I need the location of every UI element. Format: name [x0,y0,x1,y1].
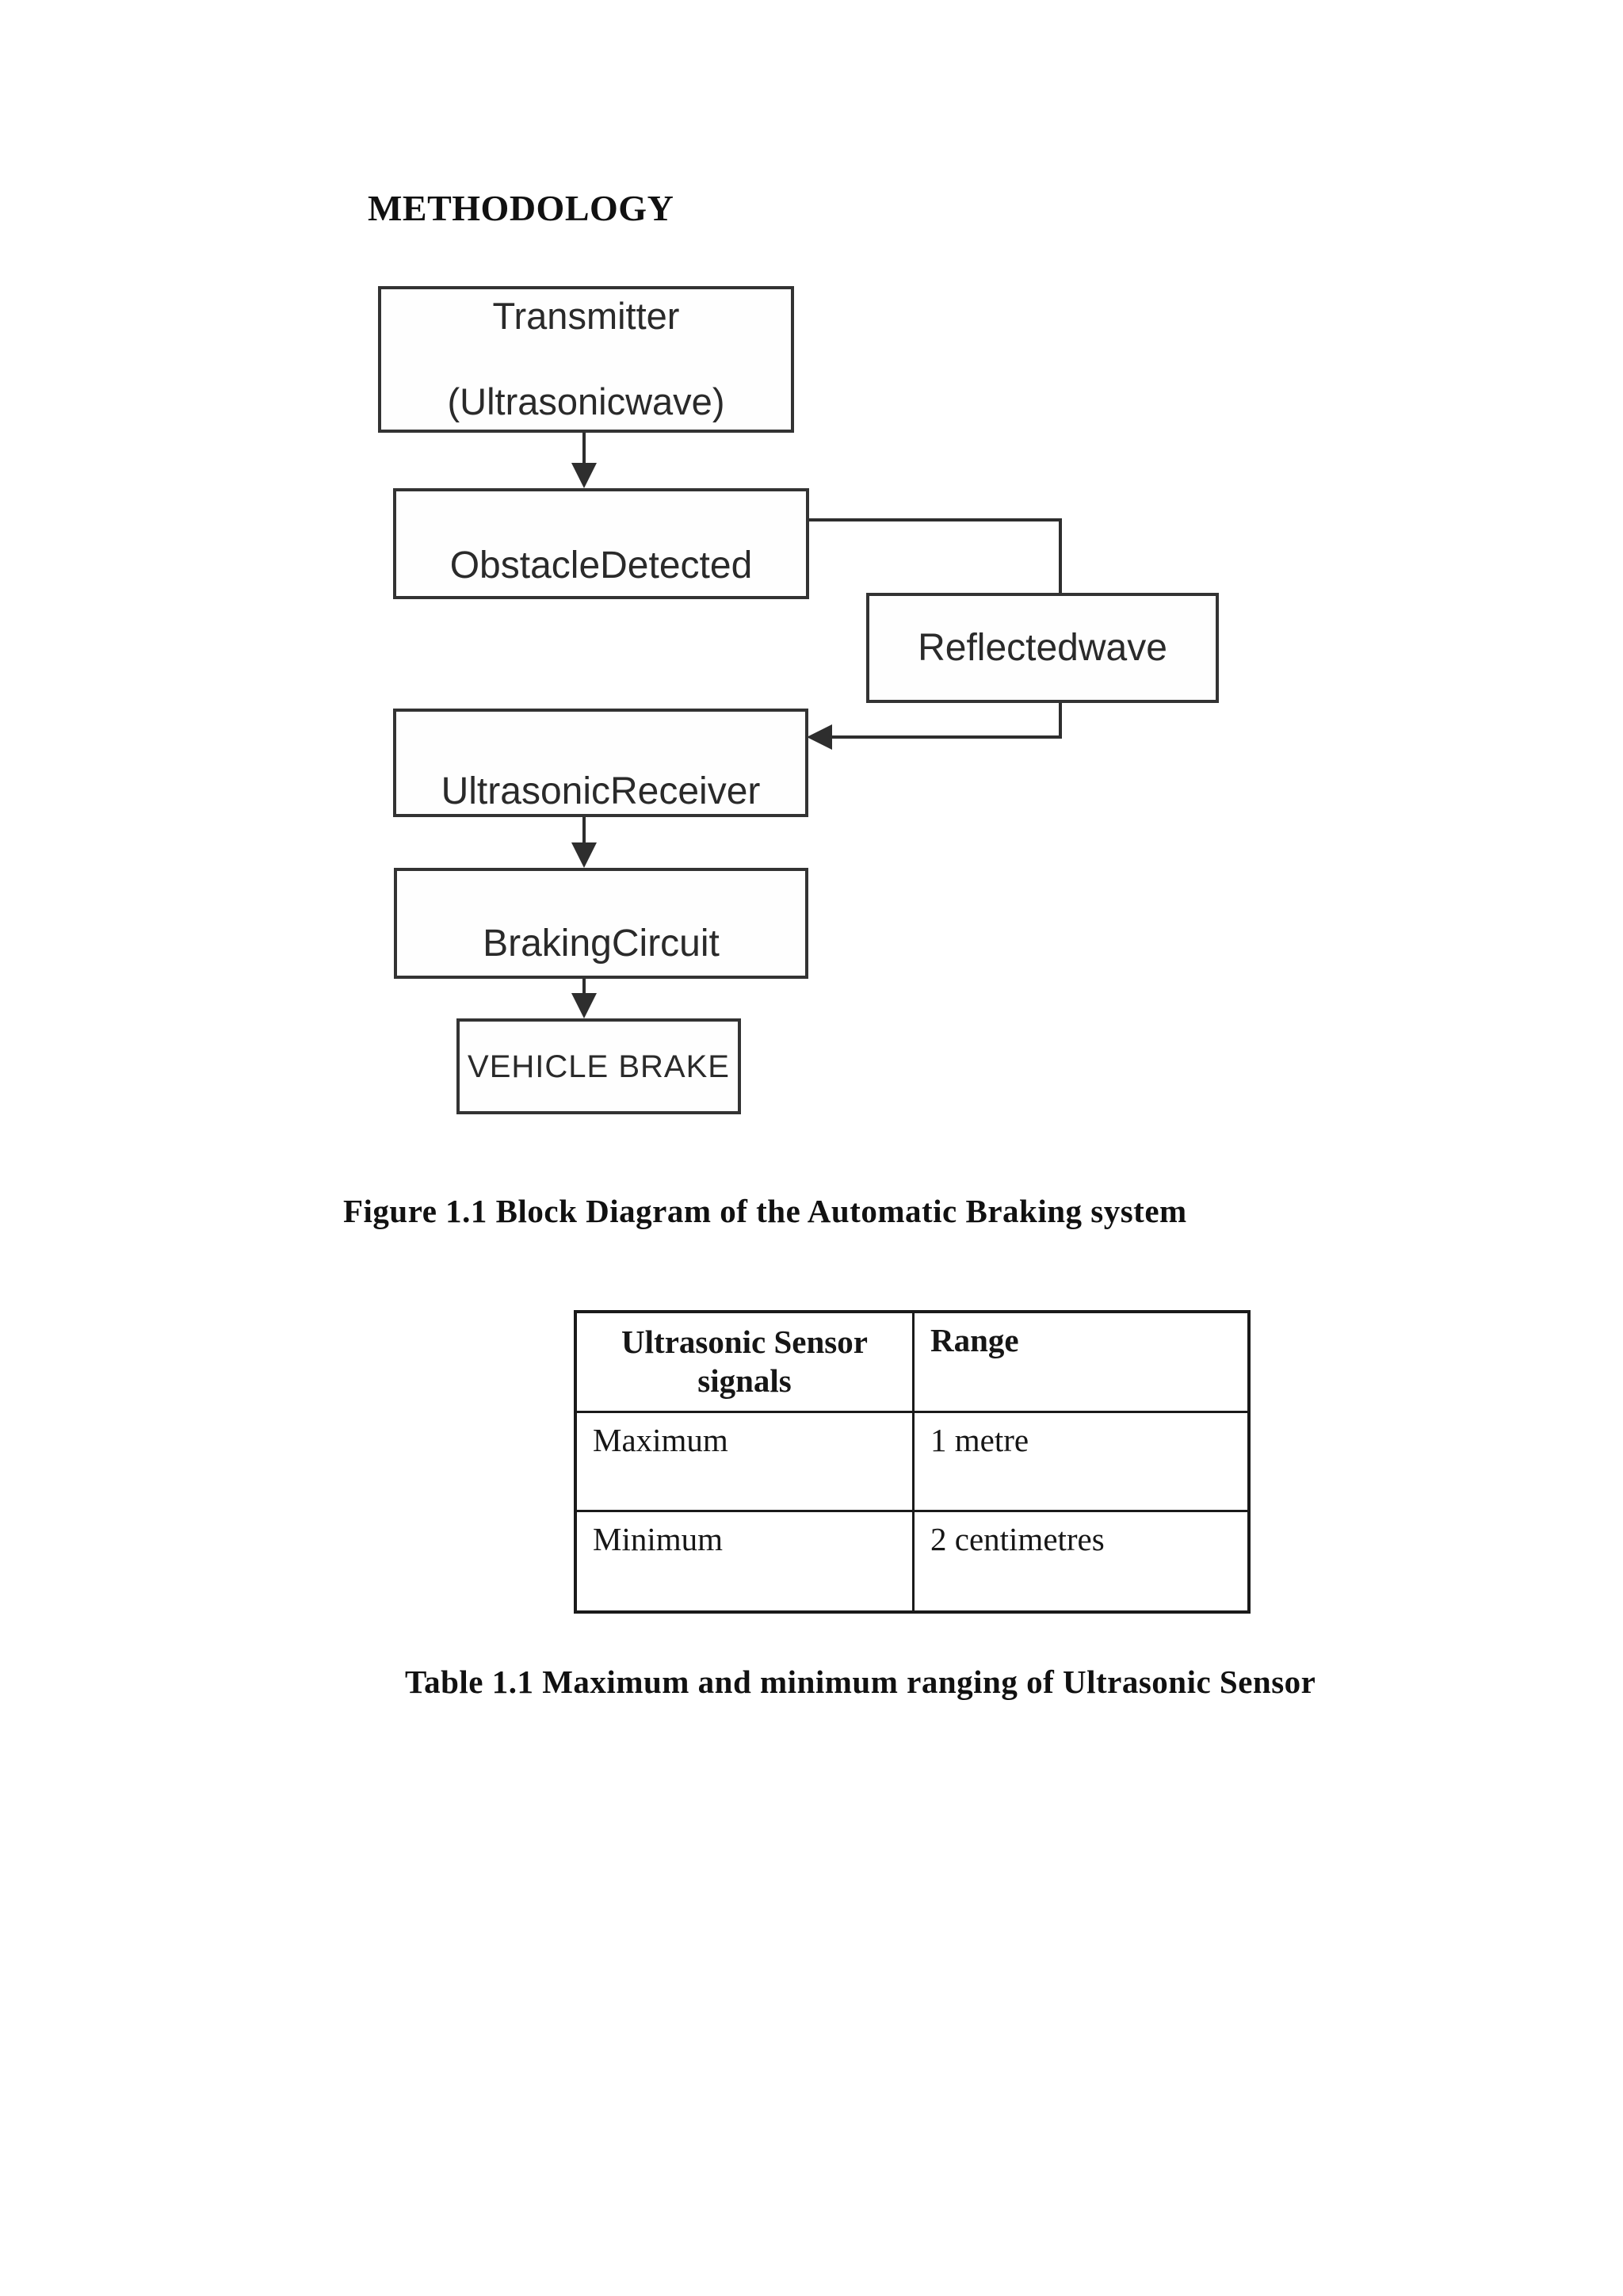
table-cell-signal-minimum: Minimum [577,1512,915,1610]
connector-braking-vehicle [582,979,586,996]
connector-reflected-receiver-horizontal [829,735,1062,739]
connector-reflected-receiver-vertical [1059,703,1062,739]
flowchart-node-obstacle-detected: ObstacleDetected [393,488,809,599]
arrow-left-icon [807,724,832,750]
flowchart-node-vehicle-brake: VEHICLE BRAKE [456,1018,741,1114]
connector-receiver-braking [582,817,586,846]
flowchart-node-ultrasonic-receiver: UltrasonicReceiver [393,709,808,817]
arrow-down-icon [571,993,597,1018]
reflected-wave-label: Reflectedwave [918,626,1167,669]
page-title: METHODOLOGY [368,188,674,228]
table-cell-signal-maximum: Maximum [577,1413,915,1512]
connector-obstacle-reflected-horizontal [809,518,1062,521]
table-header-signals: Ultrasonic Sensor signals [577,1313,915,1413]
table-cell-range-minimum: 2 centimetres [930,1521,1105,1557]
flowchart-node-braking-circuit: BrakingCircuit [394,868,808,979]
arrow-down-icon [571,463,597,488]
table-header-signals-line1: Ultrasonic Sensor [621,1324,868,1360]
flowchart-node-transmitter: Transmitter (Ultrasonicwave) [378,286,794,433]
ultrasonic-receiver-label: UltrasonicReceiver [441,770,761,812]
table-header-range: Range [915,1313,1247,1413]
figure-caption: Figure 1.1 Block Diagram of the Automati… [343,1193,1187,1229]
vehicle-brake-label: VEHICLE BRAKE [468,1049,730,1084]
transmitter-label-line1: Transmitter [492,295,680,337]
arrow-down-icon [571,842,597,868]
connector-transmitter-obstacle [582,433,586,468]
table-caption: Table 1.1 Maximum and minimum ranging of… [405,1664,1316,1700]
flowchart-node-reflected-wave: Reflectedwave [866,593,1219,703]
transmitter-label-line2: (Ultrasonicwave) [447,380,725,422]
table-cell-range-maximum: 1 metre [915,1413,1247,1512]
sensor-range-table: Ultrasonic Sensor signals Range Maximum … [574,1310,1251,1614]
connector-obstacle-reflected-vertical [1059,518,1062,593]
obstacle-detected-label: ObstacleDetected [449,544,753,586]
braking-circuit-label: BrakingCircuit [483,923,720,965]
table-header-signals-line2: signals [697,1362,792,1400]
